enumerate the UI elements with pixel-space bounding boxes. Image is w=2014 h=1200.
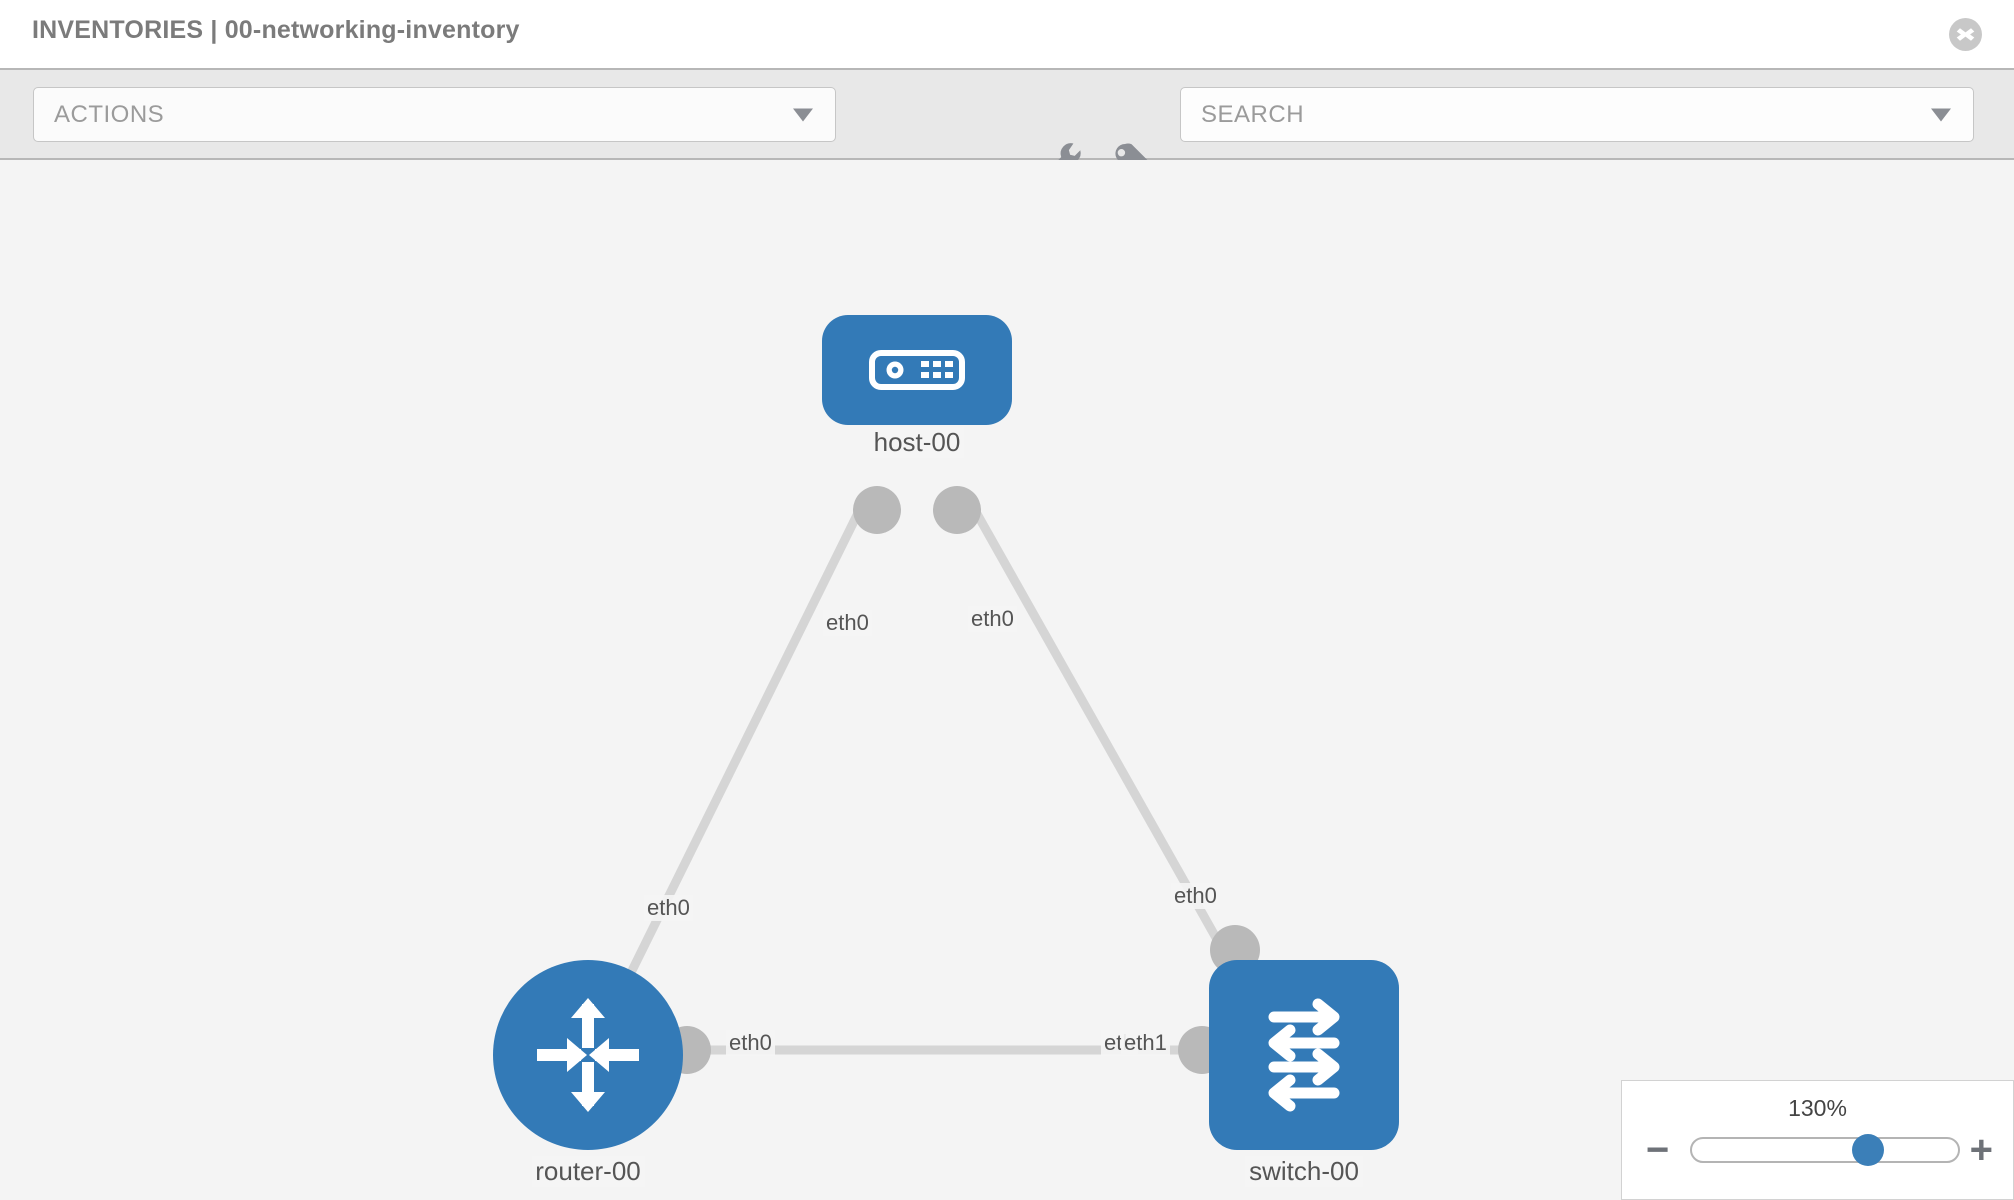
edge-label-router-up: eth0 [644,895,693,921]
search-input[interactable]: SEARCH [1180,87,1974,142]
switch-node-shape[interactable] [1209,960,1399,1150]
router-arrows-icon [537,998,639,1112]
zoom-out-button[interactable]: − [1646,1128,1670,1172]
node-label-host-00: host-00 [869,427,965,458]
topology-node-host-00[interactable]: host-00 [822,315,1012,505]
search-input-placeholder: SEARCH [1201,100,1305,128]
page-title: INVENTORIES | 00-networking-inventory [32,16,520,44]
zoom-control: 130% − + [1621,1080,2014,1200]
host-node-shape[interactable] [822,315,1012,425]
topology-node-switch-00[interactable]: switch-00 [1209,960,1399,1187]
close-icon[interactable] [1949,18,1982,51]
connector-host-left [853,486,901,534]
topology-canvas[interactable]: host-00 [0,160,2014,1200]
node-label-router-00: router-00 [531,1156,645,1187]
zoom-slider-thumb[interactable] [1851,1134,1884,1166]
actions-dropdown-label: ACTIONS [54,100,165,128]
edge-label-switch-left: eth1 [1121,1030,1170,1056]
key-icon[interactable] [1107,135,1153,181]
edge-label-switch-up: eth0 [1171,883,1220,909]
connector-host-right [933,486,981,534]
chevron-down-icon [1931,108,1951,121]
switch-arrows-icon [1268,998,1340,1112]
zoom-percent-label: 130% [1788,1095,1847,1121]
toolbar: ACTIONS SEARCH [0,70,2014,176]
edge-label-host-right: eth0 [968,606,1017,632]
edge-host-router [610,503,867,1007]
node-label-switch-00: switch-00 [1245,1156,1363,1187]
edge-label-host-left: eth0 [823,610,872,636]
actions-dropdown[interactable]: ACTIONS [33,87,836,142]
topology-node-router-00[interactable]: router-00 [493,960,683,1187]
zoom-in-button[interactable]: + [1969,1128,1993,1172]
zoom-slider-track[interactable] [1690,1134,1960,1166]
edge-label-router-right: eth0 [726,1030,775,1056]
router-node-shape[interactable] [493,960,683,1150]
chevron-down-icon [793,108,813,121]
server-icon [869,350,965,390]
window-header: INVENTORIES | 00-networking-inventory [0,0,2014,70]
